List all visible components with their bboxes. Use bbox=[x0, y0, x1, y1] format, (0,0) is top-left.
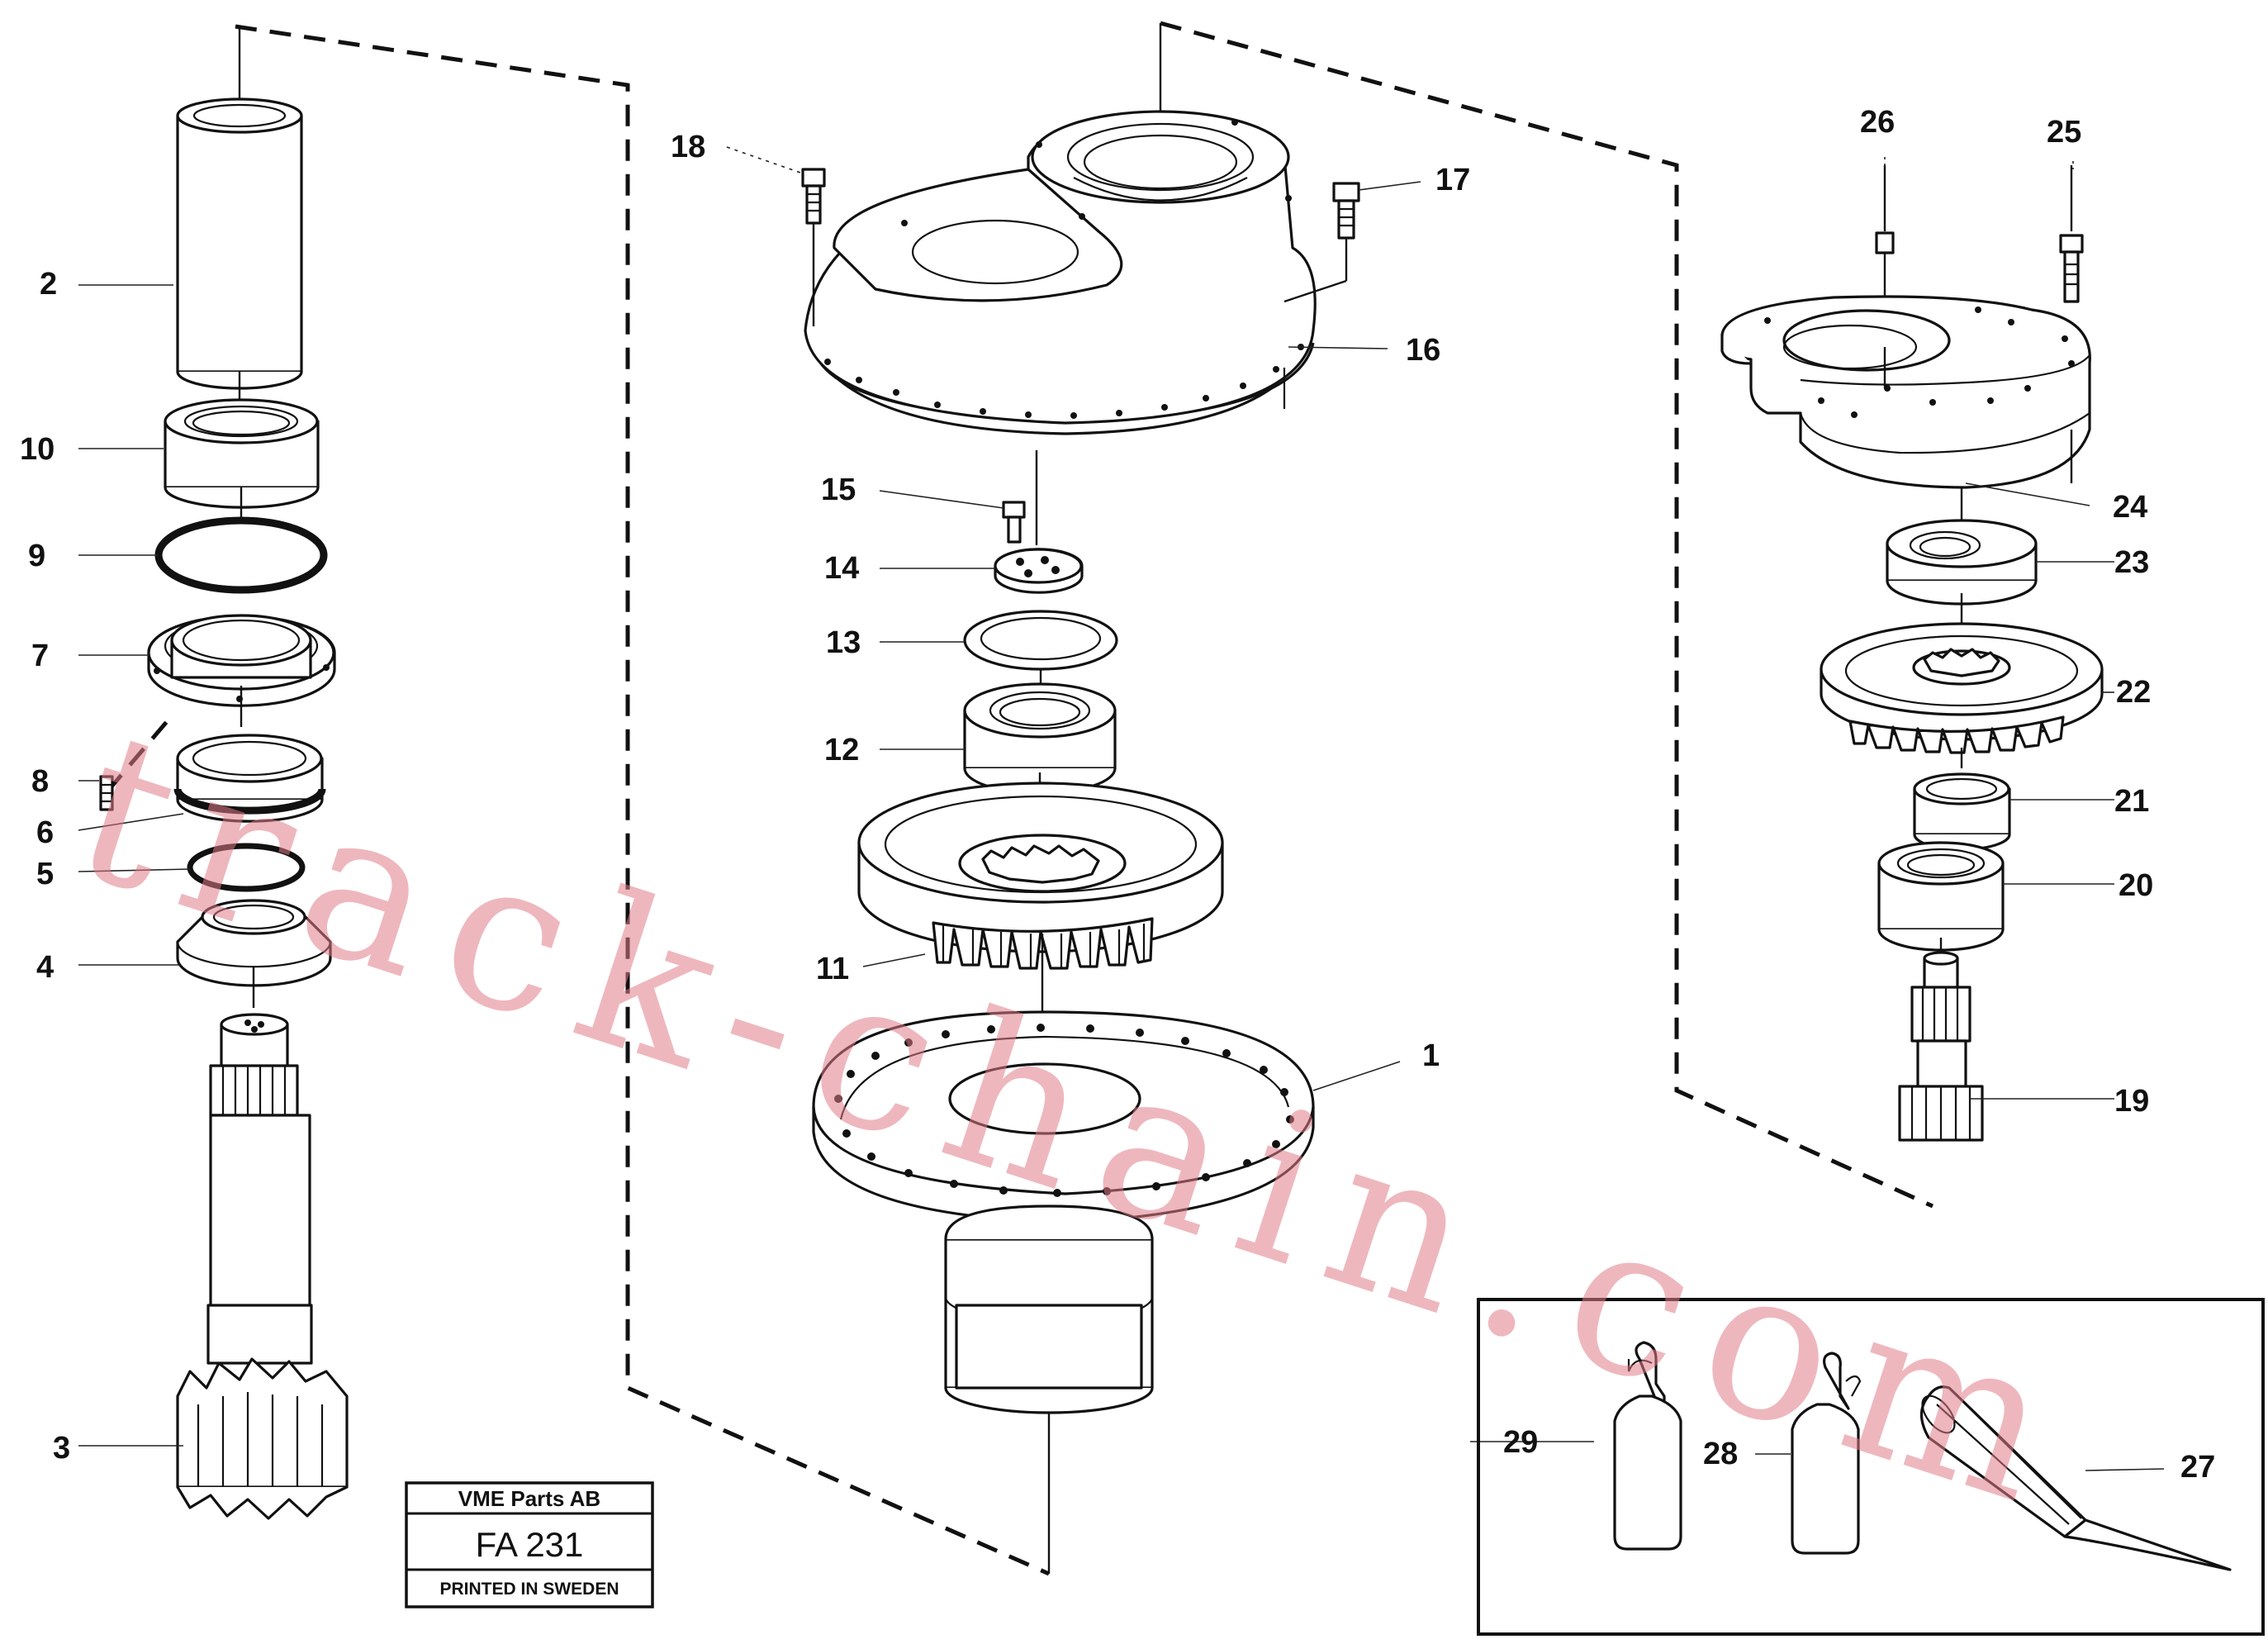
leader-lines bbox=[78, 146, 2165, 1471]
callout-9: 9 bbox=[28, 539, 45, 573]
part-1-base-flange bbox=[812, 1010, 1315, 1414]
callout-29: 29 bbox=[1503, 1425, 1538, 1460]
callout-25: 25 bbox=[2047, 115, 2081, 150]
part-6-seal bbox=[173, 734, 326, 823]
callout-6: 6 bbox=[36, 815, 54, 850]
part-24-cover bbox=[1720, 295, 2091, 489]
callout-1: 1 bbox=[1422, 1038, 1440, 1073]
callout-14: 14 bbox=[824, 551, 859, 586]
callout-4: 4 bbox=[36, 950, 54, 985]
center-assembly bbox=[801, 23, 1360, 1574]
part-9-snap-ring bbox=[154, 516, 328, 594]
part-16-gear-housing bbox=[804, 110, 1317, 435]
part-29-oil-bottle bbox=[1613, 1341, 1682, 1551]
callout-23: 23 bbox=[2114, 545, 2149, 580]
left-shaft-assembly bbox=[99, 26, 349, 1520]
company-name: VME Parts AB bbox=[458, 1486, 600, 1511]
part-26-bolt bbox=[1875, 231, 1895, 297]
part-5-o-ring bbox=[187, 843, 306, 892]
part-20-bearing bbox=[1877, 841, 2005, 952]
part-27-grease-tube bbox=[1919, 1385, 2232, 1571]
callout-13: 13 bbox=[826, 625, 861, 660]
callout-7: 7 bbox=[31, 639, 49, 673]
callout-19: 19 bbox=[2114, 1084, 2149, 1119]
part-13-ring bbox=[963, 610, 1118, 671]
part-14-plate bbox=[994, 548, 1084, 594]
part-3-pinion-shaft bbox=[176, 1013, 349, 1520]
lubricant-kit-box bbox=[1477, 1298, 2265, 1636]
callout-12: 12 bbox=[824, 733, 859, 767]
drawing-code: FA 231 bbox=[476, 1525, 584, 1564]
right-assembly bbox=[1720, 165, 2104, 1142]
exploded-view-dashed-frame bbox=[106, 21, 1934, 1576]
callout-2: 2 bbox=[40, 267, 57, 302]
part-2-sleeve bbox=[176, 97, 303, 390]
callout-22: 22 bbox=[2116, 675, 2151, 710]
part-18-bolt bbox=[801, 168, 826, 326]
callout-21: 21 bbox=[2114, 784, 2149, 819]
part-22-gear bbox=[1820, 622, 2104, 754]
callout-labels: 2 10 9 7 8 6 5 4 3 18 17 16 15 14 13 12 … bbox=[20, 105, 2215, 1485]
part-17-bolt bbox=[1283, 182, 1360, 303]
callout-5: 5 bbox=[36, 857, 54, 891]
part-28-oil-bottle bbox=[1791, 1352, 1862, 1555]
printed-in-note: PRINTED IN SWEDEN bbox=[439, 1580, 619, 1599]
callout-28: 28 bbox=[1703, 1437, 1738, 1471]
title-block: VME Parts AB FA 231 PRINTED IN SWEDEN bbox=[405, 1481, 654, 1608]
part-8-bolt bbox=[99, 775, 114, 811]
callout-18: 18 bbox=[671, 130, 705, 164]
part-7-flange bbox=[147, 614, 336, 707]
part-25-bolt bbox=[2059, 234, 2084, 303]
part-4-bushing bbox=[176, 899, 332, 987]
part-11-gear bbox=[857, 782, 1224, 970]
callout-17: 17 bbox=[1435, 163, 1470, 197]
callout-10: 10 bbox=[20, 432, 55, 467]
callout-15: 15 bbox=[821, 473, 856, 507]
callout-20: 20 bbox=[2119, 868, 2153, 903]
part-21-spacer bbox=[1913, 772, 2011, 851]
part-23-bearing bbox=[1886, 519, 2038, 606]
callout-27: 27 bbox=[2180, 1450, 2215, 1485]
callout-8: 8 bbox=[31, 764, 49, 799]
callout-16: 16 bbox=[1406, 333, 1440, 368]
callout-3: 3 bbox=[53, 1431, 70, 1466]
part-15-bolt bbox=[1002, 501, 1026, 544]
callout-24: 24 bbox=[2113, 490, 2147, 525]
callout-26: 26 bbox=[1860, 105, 1895, 140]
part-19-pinion bbox=[1898, 951, 1984, 1142]
callout-11: 11 bbox=[816, 952, 849, 986]
